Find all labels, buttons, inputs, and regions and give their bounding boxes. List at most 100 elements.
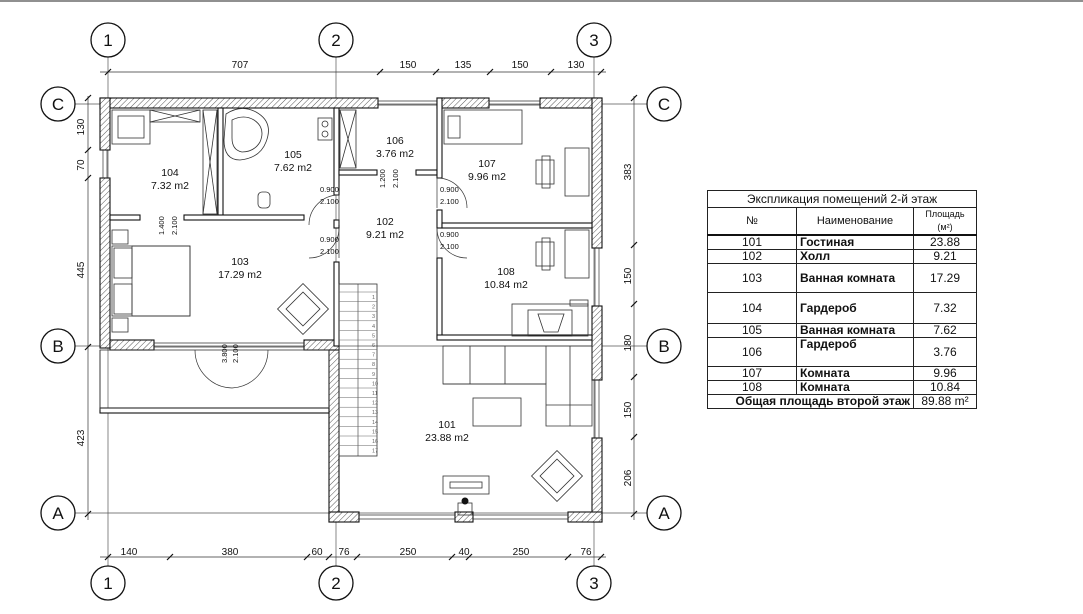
grid-lines <box>72 55 650 570</box>
axis-label-c-left: C <box>52 95 64 114</box>
dim-left-2: 70 <box>76 159 87 171</box>
row-area: 9.96 <box>913 366 977 381</box>
axis-bubbles <box>40 22 682 601</box>
dim-right-2: 150 <box>623 267 634 284</box>
stair-step-number: 4 <box>372 324 375 330</box>
row-area: 17.29 <box>913 263 977 293</box>
room-105-number: 105 <box>284 149 302 161</box>
room-105-area: 7.62 m2 <box>274 162 312 174</box>
axis-bubble-2-top <box>318 22 354 58</box>
row-num: 104 <box>707 292 797 324</box>
row-name: Ванная комната <box>796 263 914 293</box>
exterior-walls <box>99 97 603 523</box>
stair-step-number: 9 <box>372 372 375 378</box>
door-103-height: 2.100 <box>320 247 339 256</box>
dim-top-1: 707 <box>232 60 249 71</box>
row-name: Холл <box>796 249 914 264</box>
room-102-area: 9.21 m2 <box>366 229 404 241</box>
axis-bubble-1-bottom <box>90 565 126 601</box>
axis-bubble-c-right <box>646 86 682 122</box>
axis-label-2-bottom: 2 <box>331 574 340 593</box>
armchair-101 <box>530 449 584 503</box>
row-name: Ванная комната <box>796 323 914 338</box>
stair-step-number: 3 <box>372 314 375 320</box>
balcony <box>99 349 330 410</box>
axis-bubble-3-bottom <box>576 565 612 601</box>
dim-top-5: 130 <box>568 60 585 71</box>
door-105-width: 0.900 <box>320 185 339 194</box>
desk-107 <box>564 147 590 197</box>
table-row: 102 Холл 9.21 <box>707 249 977 264</box>
axis-label-c-right: C <box>658 95 670 114</box>
dim-right-1: 383 <box>623 163 634 180</box>
row-name: Комната <box>796 380 914 395</box>
row-area: 7.62 <box>913 323 977 338</box>
table-row: 103 Ванная комната 17.29 <box>707 263 977 293</box>
stair-step-number: 8 <box>372 362 375 368</box>
room-107-area: 9.96 m2 <box>468 171 506 183</box>
bathtub <box>223 108 269 161</box>
stair-step-number: 1 <box>372 295 375 301</box>
door-105-height: 2.100 <box>320 197 339 206</box>
tv-stand <box>442 475 490 495</box>
axis-label-3-bottom: 3 <box>589 574 598 593</box>
armchair-103 <box>276 282 330 336</box>
sink <box>317 117 333 141</box>
door-106-height: 2.100 <box>391 169 400 188</box>
stair-step-number: 5 <box>372 333 375 339</box>
axis-bubble-a-right <box>646 495 682 531</box>
dim-bottom-1: 140 <box>121 547 138 558</box>
stair-step-number: 10 <box>372 381 378 387</box>
table-row: 105 Ванная комната 7.62 <box>707 323 977 338</box>
room-104-area: 7.32 m2 <box>151 180 189 192</box>
row-name: Гардероб <box>796 337 914 367</box>
door-balcony-height: 2.100 <box>231 344 240 363</box>
door-balcony-width: 3.800 <box>220 344 229 363</box>
axis-label-1-bottom: 1 <box>103 574 112 593</box>
wardrobe-104-chair <box>111 109 151 145</box>
dim-bottom-5: 250 <box>400 547 417 558</box>
dim-bottom-2: 380 <box>222 547 239 558</box>
room-101-number: 101 <box>438 419 456 431</box>
row-num: 107 <box>707 366 797 381</box>
stair-step-number: 13 <box>372 410 378 416</box>
row-name: Комната <box>796 366 914 381</box>
fireplace <box>511 303 589 337</box>
door-108-height: 2.100 <box>440 242 459 251</box>
toilet <box>257 191 271 209</box>
dim-top-2: 150 <box>400 60 417 71</box>
room-103-number: 103 <box>231 256 249 268</box>
dim-top-4: 150 <box>512 60 529 71</box>
desk-108 <box>564 229 590 279</box>
axis-bubble-b-left <box>40 328 76 364</box>
dim-top-3: 135 <box>455 60 472 71</box>
room-108-number: 108 <box>497 266 515 278</box>
axis-label-a-right: A <box>658 504 670 523</box>
row-area: 10.84 <box>913 380 977 395</box>
table-row: 101 Гостиная 23.88 <box>707 234 977 250</box>
dim-left-4: 423 <box>76 429 87 446</box>
axis-bubble-b-right <box>646 328 682 364</box>
room-106-number: 106 <box>386 135 404 147</box>
header-area: Площадь (м²) <box>913 207 977 236</box>
room-104-number: 104 <box>161 167 179 179</box>
stair-step-number: 11 <box>372 391 378 397</box>
axis-bubble-a-left <box>40 495 76 531</box>
axis-bubble-c-left <box>40 86 76 122</box>
row-num: 105 <box>707 323 797 338</box>
room-101-area: 23.88 m2 <box>425 432 469 444</box>
dim-right-5: 206 <box>623 469 634 486</box>
table-row: 108 Комната 10.84 <box>707 380 977 395</box>
furniture <box>111 108 593 516</box>
dim-bottom-3: 60 <box>311 547 323 558</box>
bed-103 <box>111 245 191 317</box>
dim-bottom-4: 76 <box>338 547 350 558</box>
room-106-area: 3.76 m2 <box>376 148 414 160</box>
door-107-height: 2.100 <box>440 197 459 206</box>
stair-step-number: 17 <box>372 449 378 455</box>
axis-label-3-top: 3 <box>589 31 598 50</box>
axis-bubble-3-top <box>576 22 612 58</box>
dimension-lines <box>87 71 635 558</box>
